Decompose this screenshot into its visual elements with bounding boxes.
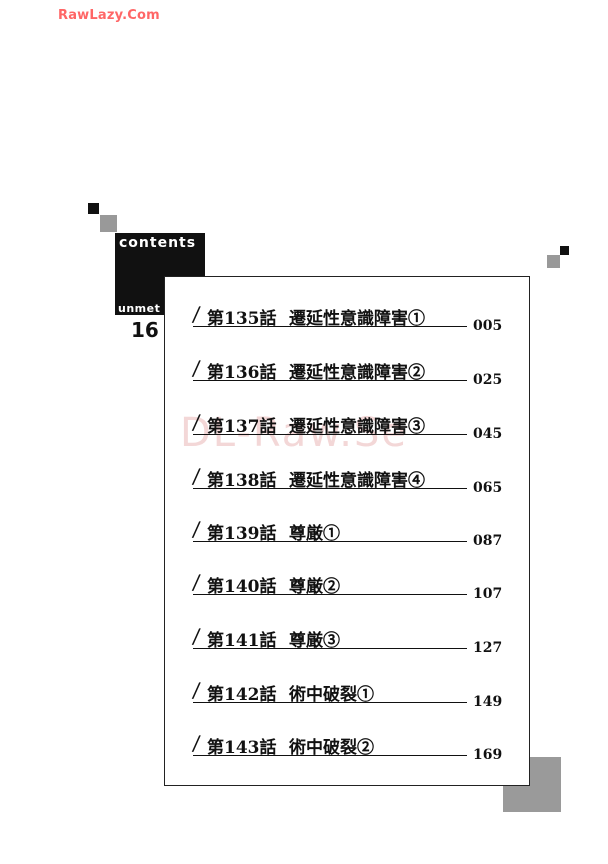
volume-number: 16 (131, 318, 159, 342)
entry-rule (193, 380, 467, 381)
site-watermark-tag: RawLazy.Com (58, 8, 160, 23)
slash-mark: / (191, 356, 202, 380)
decor-square-black (88, 203, 99, 214)
entry-rule (193, 541, 467, 542)
entry-rule (193, 326, 467, 327)
page-number: 107 (473, 586, 503, 602)
watermark-text: DL-Raw.Se (180, 410, 408, 456)
chapter-title: 遷延性意識障害④ (289, 471, 425, 491)
chapter-title: 尊厳① (289, 524, 340, 544)
toc-entry[interactable]: / 第136話 遷延性意識障害② 025 (191, 356, 503, 400)
chapter-number: 第139話 (207, 524, 277, 544)
page-number: 045 (473, 426, 503, 442)
series-name: unmet (118, 302, 161, 315)
entry-rule (193, 488, 467, 489)
chapter-number: 第138話 (207, 471, 277, 491)
page-number: 065 (473, 480, 503, 496)
slash-mark: / (191, 410, 202, 434)
slash-mark: / (191, 517, 202, 541)
decor-square-black (560, 246, 569, 255)
decor-square-gray (547, 255, 560, 268)
chapter-number: 第141話 (207, 631, 277, 651)
decor-square-gray (100, 215, 117, 232)
toc-entry[interactable]: / 第137話 遷延性意識障害③ 045 (191, 410, 503, 454)
slash-mark: / (191, 570, 202, 594)
slash-mark: / (191, 678, 202, 702)
entry-rule (193, 434, 467, 435)
page-number: 149 (473, 694, 503, 710)
page-number: 005 (473, 318, 503, 334)
chapter-number: 第143話 (207, 738, 277, 758)
entry-rule (193, 702, 467, 703)
toc-entry[interactable]: / 第140話 尊厳② 107 (191, 570, 503, 614)
page-number: 127 (473, 640, 503, 656)
chapter-title: 遷延性意識障害② (289, 363, 425, 383)
chapter-number: 第140話 (207, 577, 277, 597)
page-number: 087 (473, 533, 503, 549)
page-number: 169 (473, 747, 503, 763)
chapter-title: 遷延性意識障害① (289, 309, 425, 329)
entry-rule (193, 755, 467, 756)
chapter-title: 尊厳② (289, 577, 340, 597)
slash-mark: / (191, 731, 202, 755)
chapter-title: 術中破裂② (289, 738, 374, 758)
slash-mark: / (191, 464, 202, 488)
toc-entry[interactable]: / 第138話 遷延性意識障害④ 065 (191, 464, 503, 508)
contents-title: contents (119, 235, 197, 251)
chapter-number: 第135話 (207, 309, 277, 329)
toc-entry[interactable]: / 第141話 尊厳③ 127 (191, 624, 503, 668)
chapter-number: 第137話 (207, 417, 277, 437)
chapter-number: 第136話 (207, 363, 277, 383)
entry-rule (193, 648, 467, 649)
chapter-title: 術中破裂① (289, 685, 374, 705)
toc-entry[interactable]: / 第143話 術中破裂② 169 (191, 731, 503, 775)
chapter-title: 遷延性意識障害③ (289, 417, 425, 437)
chapter-number: 第142話 (207, 685, 277, 705)
toc-entry[interactable]: / 第139話 尊厳① 087 (191, 517, 503, 561)
toc-entry[interactable]: / 第135話 遷延性意識障害① 005 (191, 302, 503, 346)
slash-mark: / (191, 302, 202, 326)
toc-entry[interactable]: / 第142話 術中破裂① 149 (191, 678, 503, 722)
entry-rule (193, 594, 467, 595)
chapter-title: 尊厳③ (289, 631, 340, 651)
table-of-contents-box (164, 276, 530, 786)
slash-mark: / (191, 624, 202, 648)
page-number: 025 (473, 372, 503, 388)
